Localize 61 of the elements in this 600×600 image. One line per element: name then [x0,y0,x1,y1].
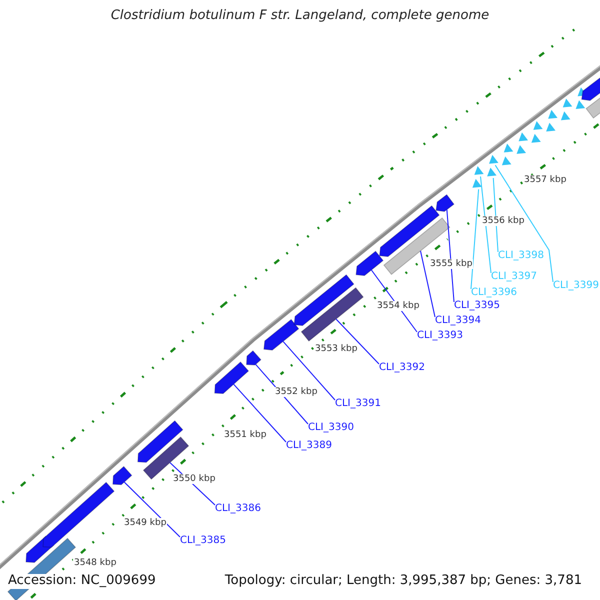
gene-feature [581,76,600,101]
leader-line [446,209,454,302]
leader-line [492,178,498,252]
gene-feature [502,156,512,166]
gene-label: CLI_3391 [335,398,381,410]
gene-feature [300,287,364,342]
gene-feature [379,205,440,258]
leader-line [480,176,492,274]
gene-feature [294,274,354,326]
gene-label: CLI_3389 [286,440,332,452]
scale-label: 3556 kbp [481,216,526,226]
gene-label: CLI_3396 [471,287,517,298]
scale-label: 3552 kbp [274,387,318,398]
leader-line [282,340,336,400]
gene-feature [533,121,543,130]
gene-label: CLI_3390 [308,422,354,434]
gene-feature [531,134,541,143]
gene-feature [548,110,558,119]
scale-label: 3555 kbp [429,259,474,270]
gene-feature [112,466,132,486]
gene-feature [487,168,496,176]
gene-feature [214,361,250,394]
diagram-title: Clostridium botulinum F str. Langeland, complete genome [110,9,490,24]
leader-line [470,188,480,290]
gene-label: CLI_3395 [454,300,500,312]
leader-line [494,164,554,282]
leader-line [336,318,380,364]
gene-feature [560,111,570,120]
gene-label: CLI_3399 [553,280,599,292]
gene-label: CLI_3398 [498,250,544,262]
gene-feature [383,217,450,276]
gene-feature [504,144,514,152]
gene-feature [516,145,526,154]
scale-label: 3553 kbp [314,344,358,354]
gene-feature [576,100,586,110]
gene-feature [246,350,262,366]
scale-label: 3549 kbp [123,518,168,528]
gene-label: CLI_3393 [417,330,463,342]
gene-feature [546,122,556,132]
gene-feature [518,132,528,142]
gene-feature [489,154,498,164]
leader-line [124,482,180,538]
gene-feature [562,98,572,108]
gene-label: CLI_3394 [435,315,481,326]
gene-feature [356,250,384,276]
scale-label: 3557 kbp [523,175,568,186]
gene-feature [137,420,184,463]
gene-feature [263,318,300,351]
gene-feature [472,178,482,188]
gene-feature [42,482,115,548]
leader-line [233,384,286,442]
gene-feature [436,194,455,212]
gene-label: CLI_3385 [180,535,226,546]
scale-label: 3554 kbp [376,301,420,312]
gene-label: CLI_3386 [215,503,261,514]
gene-label: CLI_3397 [491,271,537,282]
gene-feature [474,166,484,175]
scale-label: 3551 kbp [223,430,268,440]
scale-label: 3550 kbp [172,474,216,484]
scale-label: 3548 kbp [73,558,118,568]
gene-label: CLI_3392 [379,362,425,374]
